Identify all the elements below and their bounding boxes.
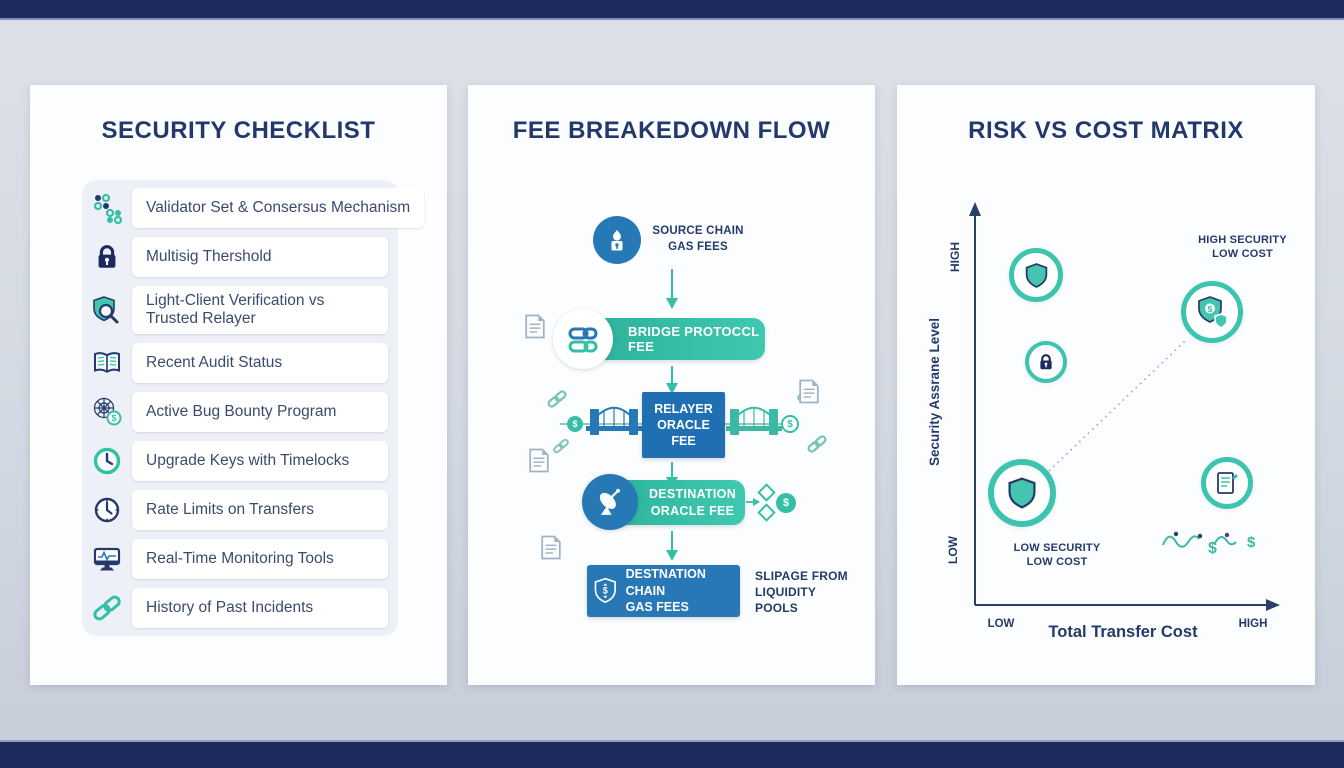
- token-diamond-icon: [757, 483, 776, 502]
- y-axis-low-tick: LOW: [946, 535, 960, 564]
- annotation-high-security: HIGH SECURITY LOW COST: [1198, 234, 1287, 261]
- bridge-icon: [586, 406, 642, 435]
- checklist-container: Validator Set & Consersus Mechanism Mult…: [82, 180, 425, 636]
- top-bar: [0, 0, 1344, 20]
- flow-arrow-right: [746, 498, 760, 506]
- network-nodes-icon: [82, 192, 132, 224]
- token-diamond-icon: [757, 503, 776, 522]
- checklist-item: History of Past Incidents: [82, 588, 388, 628]
- chain-link-icon: [807, 435, 827, 453]
- document-icon: [529, 448, 549, 473]
- clock-teal-icon: [82, 445, 132, 477]
- shield-icon: [1008, 477, 1036, 509]
- dollar-coin-icon: $: [567, 416, 583, 432]
- document-icon: [541, 535, 561, 560]
- chain-link-icon: [553, 438, 569, 454]
- checklist-item: Recent Audit Status: [82, 343, 388, 383]
- shield-dollar-icon: $: [1198, 296, 1228, 329]
- fee-breakdown-panel: FEE BREAKEDOWN FLOW SOURCE CHAIN GAS FEE…: [468, 85, 875, 685]
- marker-high-security-low-cost: $: [1181, 281, 1243, 343]
- bug-bounty-web-icon: $: [82, 396, 132, 428]
- svg-text:$: $: [1208, 540, 1217, 557]
- checklist-item: Validator Set & Consersus Mechanism: [82, 188, 425, 228]
- checklist-item-label: Validator Set & Consersus Mechanism: [132, 188, 425, 228]
- dollar-coin-icon: $: [781, 415, 799, 433]
- checklist-item: Light-Client Verification vs Trusted Rel…: [82, 286, 388, 334]
- checklist-title: SECURITY CHECKLIST: [101, 117, 376, 144]
- chain-links-icon: [553, 309, 613, 369]
- checklist-item-label: Multisig Thershold: [132, 237, 388, 277]
- checklist-item-label: Real-Time Monitoring Tools: [132, 539, 388, 579]
- checklist-item-label: Upgrade Keys with Timelocks: [132, 441, 388, 481]
- matrix-axes: $ $ HIGH LOW Security Assrane Level LOW …: [927, 202, 1280, 641]
- checklist-item-label: Recent Audit Status: [132, 343, 388, 383]
- dotted-trend-line: [1048, 340, 1186, 472]
- chain-link-icon: [547, 390, 567, 408]
- bridge-icon: [726, 406, 782, 435]
- annotation-low-security: LOW SECURITY LOW COST: [1013, 542, 1101, 569]
- checklist-item-label: Light-Client Verification vs Trusted Rel…: [132, 286, 388, 334]
- document-icon: [525, 314, 545, 339]
- document-pencil-icon: [1217, 472, 1238, 494]
- document-icon: [799, 379, 819, 404]
- bottom-bar: [0, 740, 1344, 768]
- dollar-coin-icon: $: [776, 493, 796, 513]
- security-checklist-panel: SECURITY CHECKLIST Validator Set & Conse…: [30, 85, 447, 685]
- shield-dollar-icon: $: [594, 577, 616, 603]
- gas-pump-icon: [593, 216, 641, 264]
- marker-audit-report-lower-right: [1201, 457, 1253, 509]
- destination-gas-label: DESTNATION CHAIN GAS FEES: [625, 566, 706, 615]
- x-axis-arrowhead: [1266, 599, 1280, 611]
- flow-arrow-down: [666, 269, 678, 309]
- destination-gas-fees-node: $ DESTNATION CHAIN GAS FEES: [587, 565, 740, 617]
- flow-arrow-down: [666, 366, 678, 394]
- checklist-item-label: History of Past Incidents: [132, 588, 388, 628]
- checklist-item: Rate Limits on Transfers: [82, 490, 388, 530]
- connector-line: [560, 423, 644, 425]
- checklist-item-label: Active Bug Bounty Program: [132, 392, 388, 432]
- bridge-protocol-fee-node: BRIDGE PROTOCCL FEE: [600, 318, 765, 360]
- svg-text:$: $: [1208, 304, 1213, 314]
- checklist-item: Multisig Thershold: [82, 237, 388, 277]
- svg-text:$: $: [111, 413, 116, 423]
- svg-text:$: $: [1247, 534, 1256, 551]
- checklist-item-label: Rate Limits on Transfers: [132, 490, 388, 530]
- matrix-title: RISK VS COST MATRIX: [968, 117, 1244, 144]
- svg-text:$: $: [603, 585, 608, 595]
- y-axis-arrowhead: [969, 202, 981, 216]
- marker-shield-upper-left: [1009, 248, 1063, 302]
- y-axis-high-tick: HIGH: [948, 242, 962, 272]
- satellite-dish-icon: [582, 474, 638, 530]
- shield-magnifier-icon: [82, 294, 132, 326]
- connector-line: [724, 423, 786, 425]
- shield-icon: [1025, 262, 1047, 288]
- lock-icon: [82, 242, 132, 272]
- y-axis-label: Security Assrane Level: [927, 318, 942, 466]
- checklist-item: Upgrade Keys with Timelocks: [82, 441, 388, 481]
- checklist-item: Real-Time Monitoring Tools: [82, 539, 388, 579]
- slippage-note: SLIPAGE FROM LIQUIDITY POOLS: [755, 569, 848, 616]
- x-axis-label: Total Transfer Cost: [1048, 623, 1198, 641]
- marker-low-security-low-cost: [988, 459, 1056, 527]
- lock-icon: [1040, 354, 1052, 370]
- x-axis-low-tick: LOW: [988, 618, 1015, 630]
- clock-navy-icon: [82, 494, 132, 526]
- x-axis-high-tick: HIGH: [1239, 618, 1268, 630]
- risk-cost-matrix-panel: RISK VS COST MATRIX $ $ HIGH LOW Securit…: [897, 85, 1315, 685]
- chain-link-icon: [82, 592, 132, 624]
- flow-title: FEE BREAKEDOWN FLOW: [512, 117, 831, 144]
- open-book-icon: [82, 347, 132, 379]
- monitor-icon: [82, 543, 132, 575]
- flow-arrow-down: [666, 531, 678, 561]
- marker-lock-mid-left: [1025, 341, 1067, 383]
- checklist-item: $ Active Bug Bounty Program: [82, 392, 388, 432]
- source-chain-label: SOURCE CHAIN GAS FEES: [652, 225, 744, 253]
- relayer-oracle-fee-node: RELAYER ORACLE FEE: [642, 392, 725, 458]
- cost-wave-decoration: $ $: [1162, 531, 1256, 557]
